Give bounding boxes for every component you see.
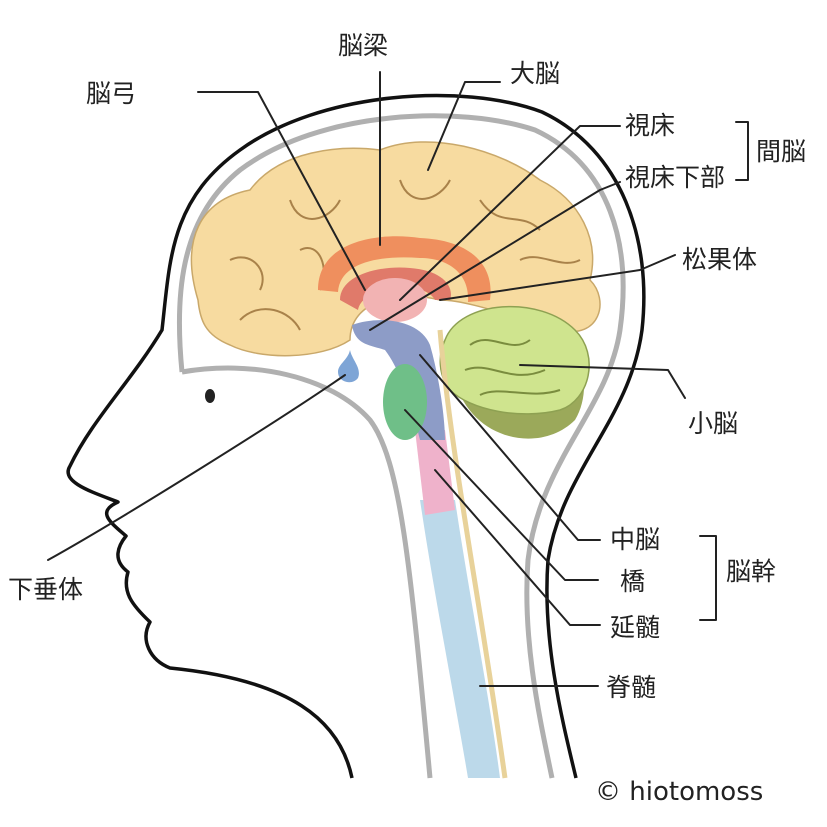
label-cerebellum: 小脳 [688, 409, 738, 438]
label-cerebrum: 大脳 [510, 59, 560, 88]
leader-hypothalamus [369, 181, 621, 331]
leader-cerebrum [427, 81, 501, 171]
label-brainstem: 脳幹 [726, 557, 776, 586]
head-outline [66, 93, 646, 779]
label-thalamus: 視床 [625, 111, 675, 140]
spinal-cord-shape [420, 500, 500, 778]
corpus-callosum-shape [318, 236, 491, 302]
label-spinal-cord: 脊髄 [606, 673, 656, 702]
leader-medulla [434, 469, 601, 626]
label-midbrain: 中脳 [610, 525, 660, 554]
label-corpus-callosum: 脳梁 [338, 31, 388, 60]
brainstem-bracket [699, 535, 717, 621]
leader-pituitary [47, 374, 346, 561]
credit-text: © hiotomoss [595, 777, 763, 807]
cerebellum-shape [439, 305, 590, 415]
label-pineal-body: 松果体 [682, 245, 757, 274]
label-fornix: 脳弓 [86, 79, 136, 108]
leader-thalamus [399, 125, 621, 301]
cerebrum-folds [229, 179, 581, 331]
label-pons: 橋 [620, 567, 645, 596]
label-hypothalamus: 視床下部 [625, 163, 725, 192]
diencephalon-bracket [735, 121, 749, 181]
nerve-line [437, 329, 508, 779]
skull-base-line [181, 365, 433, 779]
label-diencephalon: 間脳 [756, 137, 806, 166]
pituitary-shape [338, 350, 359, 383]
skull-line [176, 113, 626, 779]
label-medulla: 延髄 [610, 613, 660, 642]
eye-mark [205, 389, 215, 403]
pons-shape [383, 364, 427, 440]
leader-cerebellum [519, 364, 686, 399]
leader-midbrain [419, 354, 601, 541]
cerebellum-folds [464, 339, 561, 396]
leader-fornix [197, 91, 366, 291]
leader-pineal [439, 254, 676, 301]
leader-pons [404, 409, 599, 581]
label-pituitary: 下垂体 [8, 575, 83, 604]
